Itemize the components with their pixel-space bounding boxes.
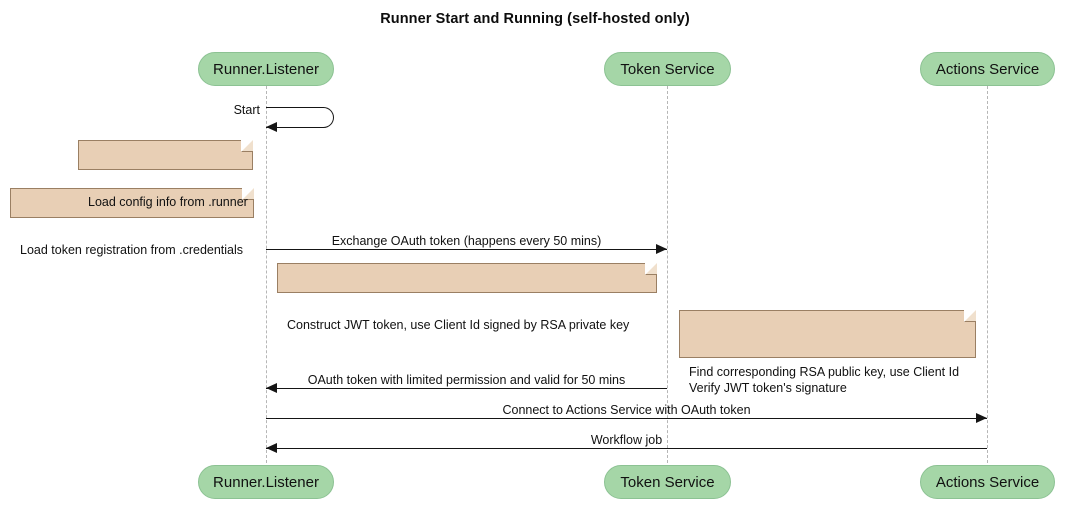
message-line-exchange-oauth-token — [266, 249, 667, 250]
participant-label: Token Service — [620, 473, 715, 491]
page-title: Runner Start and Running (self-hosted on… — [380, 11, 690, 27]
lifeline-runner — [266, 86, 267, 463]
participant-actions-service-bottom[interactable]: Actions Service — [920, 465, 1055, 499]
note-fold-corner-icon — [242, 187, 255, 200]
message-label-connect-actions-service: Connect to Actions Service with OAuth to… — [502, 403, 751, 417]
lifeline-token — [667, 86, 668, 463]
participant-label: Runner.Listener — [213, 60, 319, 78]
arrow-head-start — [266, 122, 277, 132]
participant-label: Actions Service — [935, 473, 1040, 491]
participant-label: Runner.Listener — [213, 473, 319, 491]
arrow-head-connect-actions-service — [976, 413, 987, 423]
participant-actions-service-top[interactable]: Actions Service — [920, 52, 1055, 86]
lifeline-actions — [987, 86, 988, 463]
note-load-token-registration: Load token registration from .credential… — [10, 187, 255, 257]
message-label-start: Start — [233, 103, 260, 117]
participant-token-service-top[interactable]: Token Service — [604, 52, 731, 86]
participant-runner-listener-bottom[interactable]: Runner.Listener — [198, 465, 334, 499]
note-text: Load config info from .runner — [88, 195, 248, 209]
message-line-workflow-job — [266, 448, 987, 449]
message-line-oauth-token-response — [266, 388, 667, 389]
message-line-connect-actions-service — [266, 418, 987, 419]
message-label-workflow-job: Workflow job — [590, 433, 663, 447]
note-text: Find corresponding RSA public key, use C… — [689, 365, 960, 395]
participant-runner-listener-top[interactable]: Runner.Listener — [198, 52, 334, 86]
participant-label: Token Service — [620, 60, 715, 78]
message-label-oauth-token-response: OAuth token with limited permission and … — [307, 373, 626, 387]
note-verify-jwt: Find corresponding RSA public key, use C… — [679, 309, 977, 395]
note-construct-jwt: Construct JWT token, use Client Id signe… — [277, 262, 658, 332]
participant-label: Actions Service — [935, 60, 1040, 78]
note-load-config: Load config info from .runner — [78, 139, 254, 209]
arrow-head-workflow-job — [266, 443, 277, 453]
message-self-loop-start — [266, 107, 334, 128]
note-fold-corner-icon — [241, 139, 254, 152]
note-fold-corner-icon — [645, 262, 658, 275]
note-text: Construct JWT token, use Client Id signe… — [287, 318, 630, 332]
message-label-exchange-oauth-token: Exchange OAuth token (happens every 50 m… — [331, 234, 602, 248]
note-text: Load token registration from .credential… — [20, 243, 244, 257]
note-fold-corner-icon — [964, 309, 977, 322]
arrow-head-exchange-oauth-token — [656, 244, 667, 254]
participant-token-service-bottom[interactable]: Token Service — [604, 465, 731, 499]
arrow-head-oauth-token-response — [266, 383, 277, 393]
